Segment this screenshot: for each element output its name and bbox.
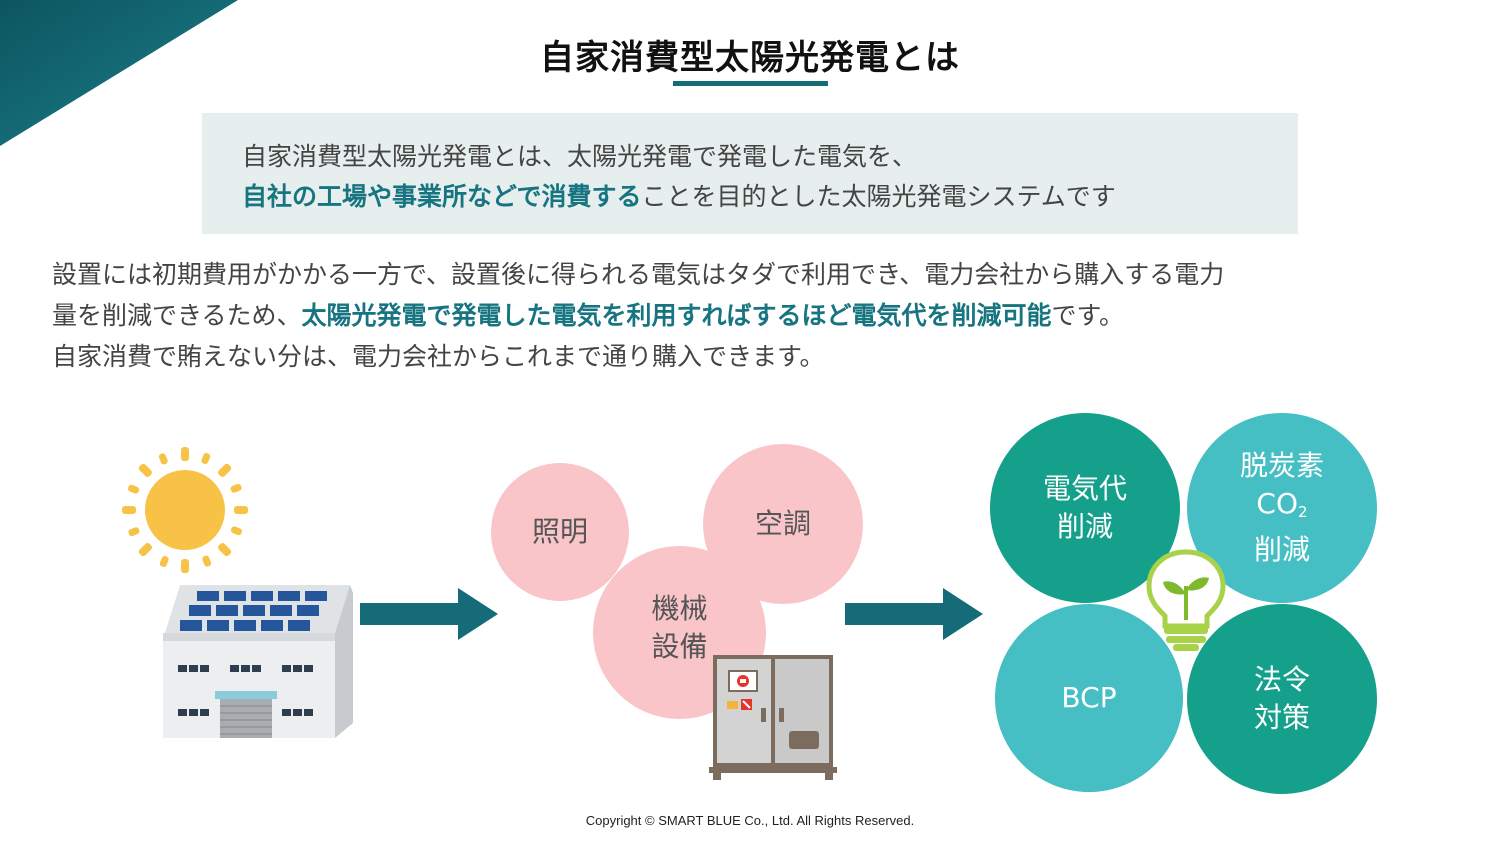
arrow-right-icon — [360, 588, 498, 640]
benefit-decarb-line-2: CO2 — [1240, 485, 1324, 531]
usage-machinery-line-2: 設備 — [651, 630, 708, 663]
copyright: Copyright © SMART BLUE Co., Ltd. All Rig… — [585, 813, 915, 828]
benefit-decarb-line-3: 削減 — [1253, 533, 1310, 566]
benefit-legal-compliance: 法令 対策 — [1187, 604, 1377, 794]
benefit-cost-line-1: 電気代 — [1042, 472, 1127, 505]
body-text: 設置には初期費用がかかる一方で、設置後に得られる電気はタダで利用でき、電力会社か… — [52, 254, 1462, 377]
benefit-law-line-1: 法令 — [1253, 663, 1310, 696]
usage-machinery-line-1: 機械 — [651, 592, 708, 625]
usage-lighting: 照明 — [491, 463, 629, 601]
intro-box: 自家消費型太陽光発電とは、太陽光発電で発電した電気を、 自社の工場や事業所などで… — [202, 113, 1298, 234]
factory-icon — [163, 585, 353, 738]
benefit-law-line-2: 対策 — [1253, 701, 1310, 734]
body-highlight: 太陽光発電で発電した電気を利用すればするほど電気代を削減可能 — [301, 301, 1052, 330]
intro-line-2: 自社の工場や事業所などで消費することを目的とした太陽光発電システムです — [242, 177, 1116, 213]
page-title: 自家消費型太陽光発電とは — [540, 38, 960, 78]
body-line-3: 自家消費で賄えない分は、電力会社からこれまで通り購入できます。 — [52, 342, 825, 371]
co2-text: CO — [1256, 487, 1299, 520]
benefit-decarb-line-1: 脱炭素 — [1239, 449, 1324, 482]
benefit-cost-reduction: 電気代 削減 — [990, 413, 1180, 603]
body-line-1: 設置には初期費用がかかる一方で、設置後に得られる電気はタダで利用でき、電力会社か… — [52, 260, 1225, 289]
title-underline — [673, 81, 828, 86]
body-line-2-pre: 量を削減できるため、 — [52, 301, 302, 330]
intro-line-2-rest: ことを目的とした太陽光発電システムです — [641, 182, 1116, 211]
corner-decoration — [0, 0, 238, 146]
arrow-right-icon — [845, 588, 983, 640]
lightbulb-sprout-icon — [1146, 549, 1226, 651]
benefit-bcp: BCP — [995, 604, 1183, 792]
switchboard-icon — [709, 655, 837, 780]
intro-highlight: 自社の工場や事業所などで消費する — [242, 182, 642, 211]
benefit-cost-line-2: 削減 — [1056, 510, 1113, 543]
sun-icon — [122, 447, 248, 573]
intro-line-1: 自家消費型太陽光発電とは、太陽光発電で発電した電気を、 — [242, 142, 918, 171]
co2-subscript: 2 — [1298, 503, 1308, 521]
usage-lighting-label: 照明 — [531, 515, 588, 548]
body-line-2-post: です。 — [1051, 301, 1125, 330]
body-line-2: 量を削減できるため、太陽光発電で発電した電気を利用すればするほど電気代を削減可能… — [52, 295, 1462, 336]
usage-aircon-label: 空調 — [754, 507, 811, 540]
benefit-bcp-label: BCP — [1061, 681, 1117, 714]
